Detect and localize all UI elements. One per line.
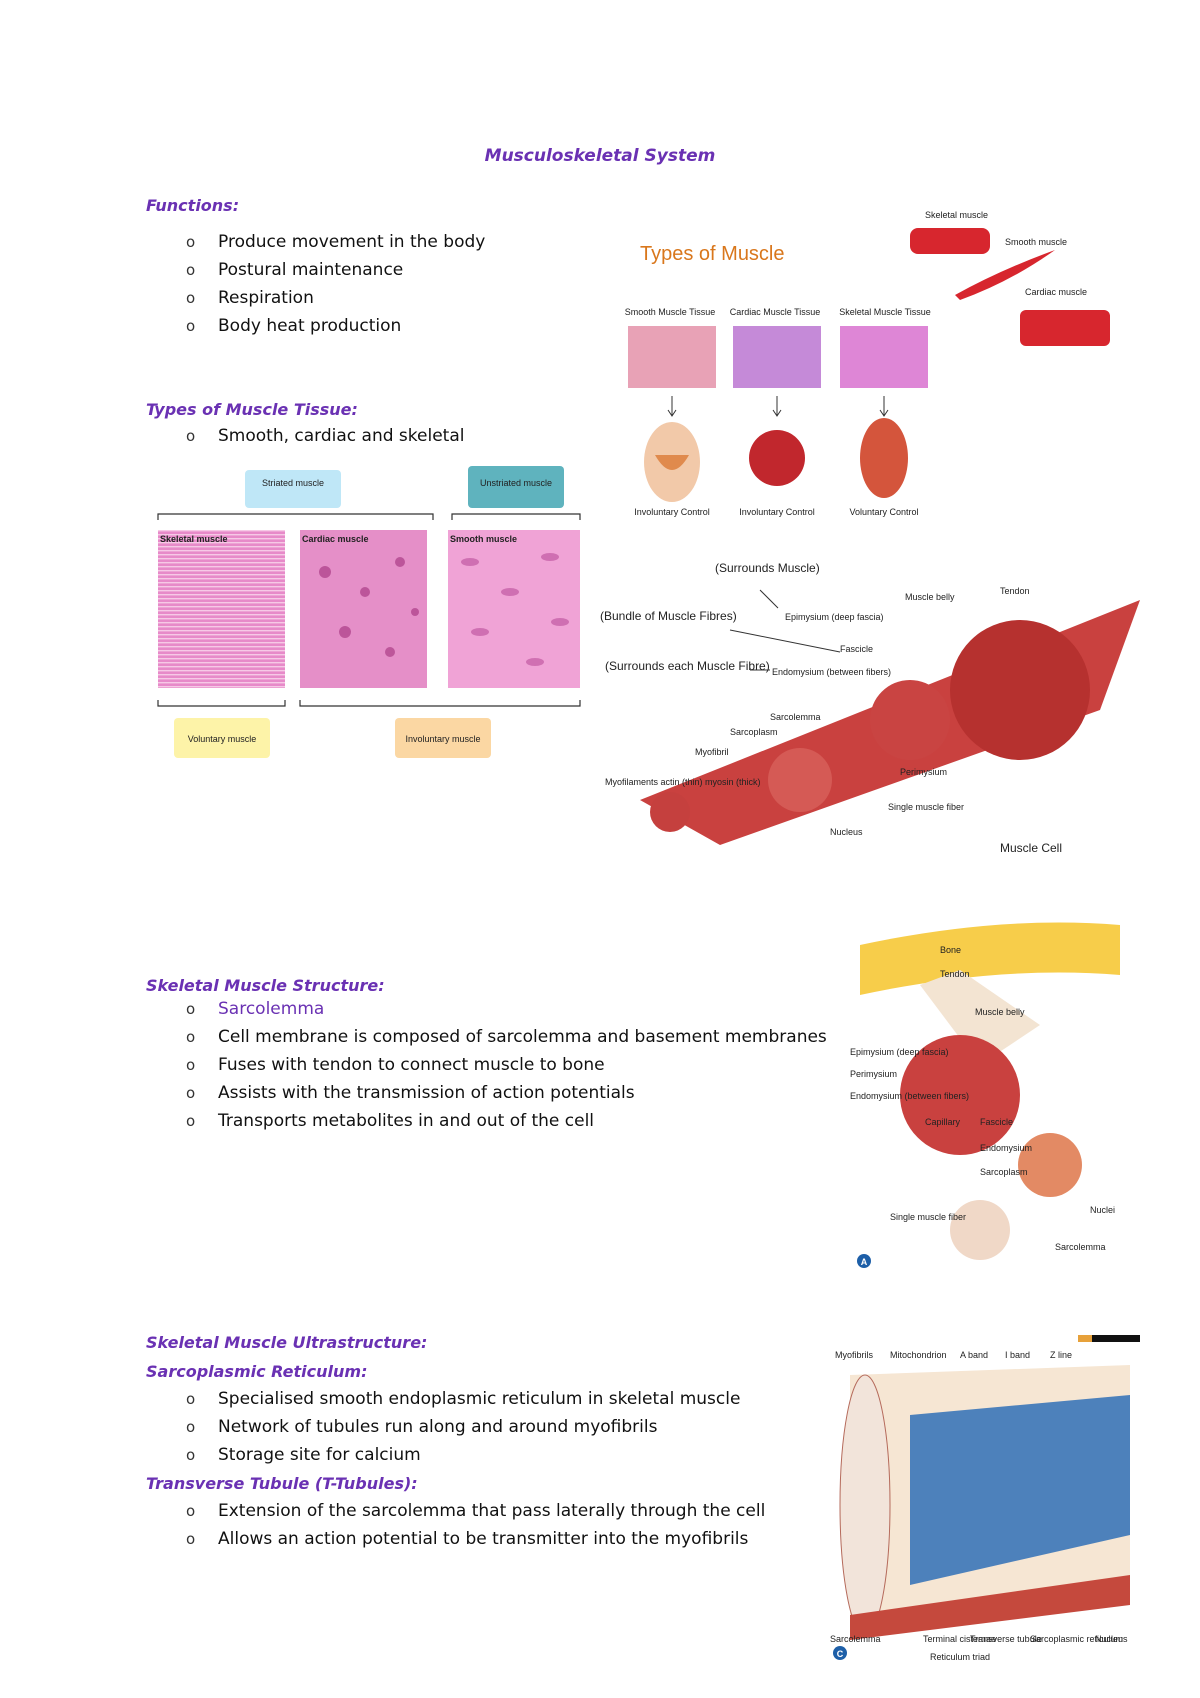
control-label: Involuntary Control (739, 507, 815, 517)
surrounds-muscle-label: (Surrounds Muscle) (715, 561, 820, 575)
sarcolemma-label: Sarcolemma (1055, 1242, 1106, 1252)
list-item: Smooth, cardiac and skeletal (186, 422, 464, 450)
ultra-heading: Skeletal Muscle Ultrastructure: (146, 1333, 428, 1352)
single-label: Single muscle fiber (890, 1212, 966, 1222)
endomysium2-label: Endomysium (980, 1143, 1032, 1153)
types-figure-title: Types of Muscle (640, 243, 785, 265)
side-label: Skeletal muscle (925, 210, 988, 220)
myofibril-label: Myofibril (695, 747, 729, 757)
muscle-belly-label: Muscle belly (905, 592, 955, 602)
side-label: Smooth muscle (1005, 237, 1067, 247)
panel-label: Smooth muscle (450, 534, 517, 544)
panel-label: Cardiac muscle (302, 534, 369, 544)
control-label: Involuntary Control (634, 507, 710, 517)
involuntary-label: Involuntary muscle (405, 734, 480, 744)
cardiac-panel (300, 530, 427, 688)
endomysium-label: Endomysium (between fibers) (772, 667, 891, 677)
tt-heading: Transverse Tubule (T-Tubules): (146, 1474, 418, 1493)
bottom-label: Terminal cisternae (923, 1634, 996, 1644)
voluntary-label: Voluntary muscle (188, 734, 257, 744)
list-item: Specialised smooth endoplasmic reticulum… (186, 1385, 740, 1413)
structure-list: Sarcolemma Cell membrane is composed of … (186, 995, 827, 1135)
types-of-muscle-figure: Types of Muscle Smooth Muscle Tissue Car… (625, 210, 1110, 517)
types-list: Smooth, cardiac and skeletal (186, 422, 464, 450)
muscle-layers-figure: (Surrounds Muscle) (Bundle of Muscle Fib… (600, 561, 1140, 855)
surrounds-each-label: (Surrounds each Muscle Fibre) (605, 659, 770, 673)
tissue-label: Cardiac Muscle Tissue (730, 307, 821, 317)
muscle-cell-label: Muscle Cell (1000, 841, 1062, 855)
top-label: Z line (1050, 1350, 1072, 1360)
figure-letter: C (837, 1649, 844, 1659)
epimysium-label: Epimysium (deep fascia) (850, 1047, 949, 1057)
capillary-label: Capillary (925, 1117, 961, 1127)
list-item: Storage site for calcium (186, 1441, 740, 1469)
unstriated-label: Unstriated muscle (480, 478, 552, 488)
bottom-label: Sarcolemma (830, 1634, 881, 1644)
bottom-label: Sarcoplasmic reticulum (1030, 1634, 1123, 1644)
panel-label: Skeletal muscle (160, 534, 228, 544)
bone-label: Bone (940, 945, 961, 955)
tt-list: Extension of the sarcolemma that pass la… (186, 1497, 765, 1553)
bundle-label: (Bundle of Muscle Fibres) (600, 609, 737, 623)
top-label: Myofibrils (835, 1350, 874, 1360)
perimysium-label: Perimysium (900, 767, 947, 777)
skeletal-panel (158, 530, 285, 688)
top-label: I band (1005, 1350, 1030, 1360)
striated-box (245, 470, 341, 508)
types-heading: Types of Muscle Tissue: (146, 400, 358, 419)
side-label: Cardiac muscle (1025, 287, 1087, 297)
bottom-label: Nucleus (1095, 1634, 1128, 1644)
list-item: Sarcolemma (186, 995, 827, 1023)
sr-list: Specialised smooth endoplasmic reticulum… (186, 1385, 740, 1469)
sarcoplasm-label: Sarcoplasm (980, 1167, 1028, 1177)
ultrastructure-figure: Myofibrils Mitochondrion A band I band Z… (830, 1335, 1140, 1662)
fascicle-label: Fascicle (840, 644, 873, 654)
perimysium-label: Perimysium (850, 1069, 897, 1079)
nucleus-label: Nucleus (830, 827, 863, 837)
list-item: Extension of the sarcolemma that pass la… (186, 1497, 765, 1525)
triad-label: Reticulum triad (930, 1652, 990, 1662)
smooth-panel (448, 530, 580, 688)
list-item: Produce movement in the body (186, 228, 485, 256)
list-item: Postural maintenance (186, 256, 485, 284)
list-item: Respiration (186, 284, 485, 312)
functions-list: Produce movement in the body Postural ma… (186, 228, 485, 340)
epimysium-label: Epimysium (deep fascia) (785, 612, 884, 622)
list-item: Cell membrane is composed of sarcolemma … (186, 1023, 827, 1051)
top-label: Mitochondrion (890, 1350, 947, 1360)
tissue-label: Smooth Muscle Tissue (625, 307, 716, 317)
top-label: A band (960, 1350, 988, 1360)
list-item: Fuses with tendon to connect muscle to b… (186, 1051, 827, 1079)
figure-letter: A (861, 1257, 868, 1267)
list-item: Body heat production (186, 312, 485, 340)
single-fiber-label: Single muscle fiber (888, 802, 964, 812)
page-title: Musculoskeletal System (484, 146, 716, 166)
tendon-label: Tendon (940, 969, 970, 979)
involuntary-box (395, 718, 491, 758)
sarcoplasm-label: Sarcoplasm (730, 727, 778, 737)
structure-heading: Skeletal Muscle Structure: (146, 976, 385, 995)
list-item: Network of tubules run along and around … (186, 1413, 740, 1441)
bottom-label: Transverse tubule (970, 1634, 1042, 1644)
unstriated-box (468, 466, 564, 508)
myofilaments-label: Myofilaments actin (thin) myosin (thick) (605, 777, 761, 787)
tissue-types-figure: Striated muscle Unstriated muscle Skelet… (157, 466, 581, 758)
list-item: Allows an action potential to be transmi… (186, 1525, 765, 1553)
list-item: Assists with the transmission of action … (186, 1079, 827, 1107)
voluntary-box (174, 718, 270, 758)
tendon-label: Tendon (1000, 586, 1030, 596)
endomysium-label: Endomysium (between fibers) (850, 1091, 969, 1101)
striated-label: Striated muscle (262, 478, 324, 488)
tissue-label: Skeletal Muscle Tissue (839, 307, 931, 317)
sr-heading: Sarcoplasmic Reticulum: (146, 1362, 368, 1381)
fascicle-label: Fascicle (980, 1117, 1013, 1127)
control-label: Voluntary Control (849, 507, 918, 517)
belly-label: Muscle belly (975, 1007, 1025, 1017)
list-item: Transports metabolites in and out of the… (186, 1107, 827, 1135)
nuclei-label: Nuclei (1090, 1205, 1115, 1215)
sarcolemma-label: Sarcolemma (770, 712, 821, 722)
functions-heading: Functions: (146, 196, 240, 215)
skeletal-structure-figure: Bone Tendon Muscle belly Epimysium (deep… (850, 922, 1120, 1268)
